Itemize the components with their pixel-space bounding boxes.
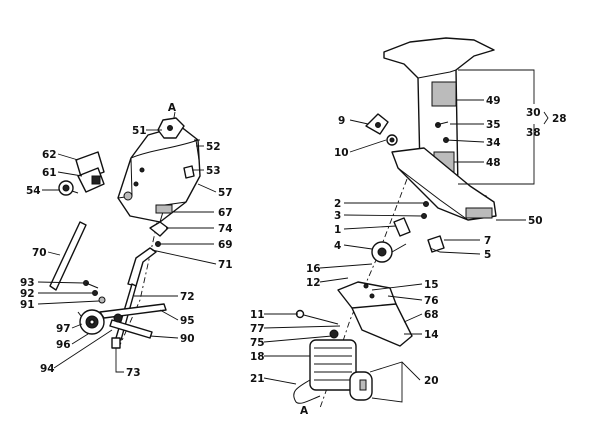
callout-53: 53 [206, 165, 221, 177]
callout-18: 18 [250, 351, 265, 363]
screw-11 [299, 313, 339, 325]
callout-71: 71 [218, 259, 233, 271]
gear-4 [371, 241, 407, 263]
callout-48: 48 [486, 157, 501, 169]
knob-9 [365, 113, 389, 135]
callout-4: 4 [334, 240, 341, 252]
callout-30: 30 [526, 107, 541, 119]
callout-90: 90 [180, 333, 195, 345]
washer-91 [98, 296, 106, 304]
callout-54: 54 [26, 185, 41, 197]
callout-34: 34 [486, 137, 501, 149]
callout-1: 1 [334, 224, 341, 236]
callout-9: 9 [338, 115, 345, 127]
callout-92: 92 [20, 288, 35, 300]
callout-38: 38 [526, 127, 541, 139]
callout-77: 77 [250, 323, 265, 335]
callout-21: 21 [250, 373, 265, 385]
screw-2 [423, 201, 429, 207]
callout-73: 73 [126, 367, 141, 379]
callout-50: 50 [528, 215, 543, 227]
callout-10: 10 [334, 147, 349, 159]
callout-12: 12 [306, 277, 321, 289]
bracket-53 [183, 165, 195, 179]
top-bracket-hole [167, 125, 173, 131]
callout-3: 3 [334, 210, 341, 222]
knob-part [58, 180, 79, 196]
callout-5: 5 [484, 249, 491, 261]
plug-7 [427, 235, 445, 253]
blade-set [99, 283, 167, 341]
callout-11: 11 [250, 309, 265, 321]
callout-72: 72 [180, 291, 195, 303]
callout-95: 95 [180, 315, 195, 327]
callout-49: 49 [486, 95, 501, 107]
wiring-21 [293, 379, 321, 404]
nut-73 [111, 337, 121, 349]
callout-74: 74 [218, 223, 233, 235]
callout-96: 96 [56, 339, 71, 351]
callout-14: 14 [424, 329, 439, 341]
callout-35: 35 [486, 119, 501, 131]
tube-71 [127, 247, 157, 287]
callout-20: 20 [424, 375, 439, 387]
screw-52 [194, 139, 200, 161]
switch-part [75, 151, 105, 193]
callout-A-left: A [168, 102, 177, 114]
callout-51: 51 [132, 125, 147, 137]
callout-28: 28 [552, 113, 567, 125]
callout-2: 2 [334, 198, 341, 210]
callout-91: 91 [20, 299, 35, 311]
flange-74 [149, 221, 169, 237]
motor-18 [309, 329, 357, 391]
motor-flange [337, 281, 413, 347]
callout-94: 94 [40, 363, 55, 375]
callout-7: 7 [484, 235, 491, 247]
callout-75: 75 [250, 337, 265, 349]
callout-67: 67 [218, 207, 233, 219]
housing-50 [391, 147, 497, 221]
screw-93-shaft [85, 282, 99, 289]
callout-16: 16 [306, 263, 321, 275]
bushing-10-hole [389, 137, 395, 143]
callout-61: 61 [42, 167, 57, 179]
callout-57: 57 [218, 187, 233, 199]
callout-69: 69 [218, 239, 233, 251]
rod-70 [49, 221, 87, 291]
callout-68: 68 [424, 309, 439, 321]
nut-69 [155, 241, 161, 247]
callout-62: 62 [42, 149, 57, 161]
bracket-1 [393, 217, 411, 237]
callout-93: 93 [20, 277, 35, 289]
leader-lines [37, 69, 549, 403]
capacitor-20 [349, 371, 373, 401]
callout-70: 70 [32, 247, 47, 259]
callout-97: 97 [56, 323, 71, 335]
callout-15: 15 [424, 279, 439, 291]
screw-3 [421, 213, 427, 219]
cutter-disc [77, 309, 105, 335]
callout-52: 52 [206, 141, 221, 153]
callout-A-right: A [300, 405, 309, 417]
callout-76: 76 [424, 295, 439, 307]
washer-92 [92, 290, 98, 296]
